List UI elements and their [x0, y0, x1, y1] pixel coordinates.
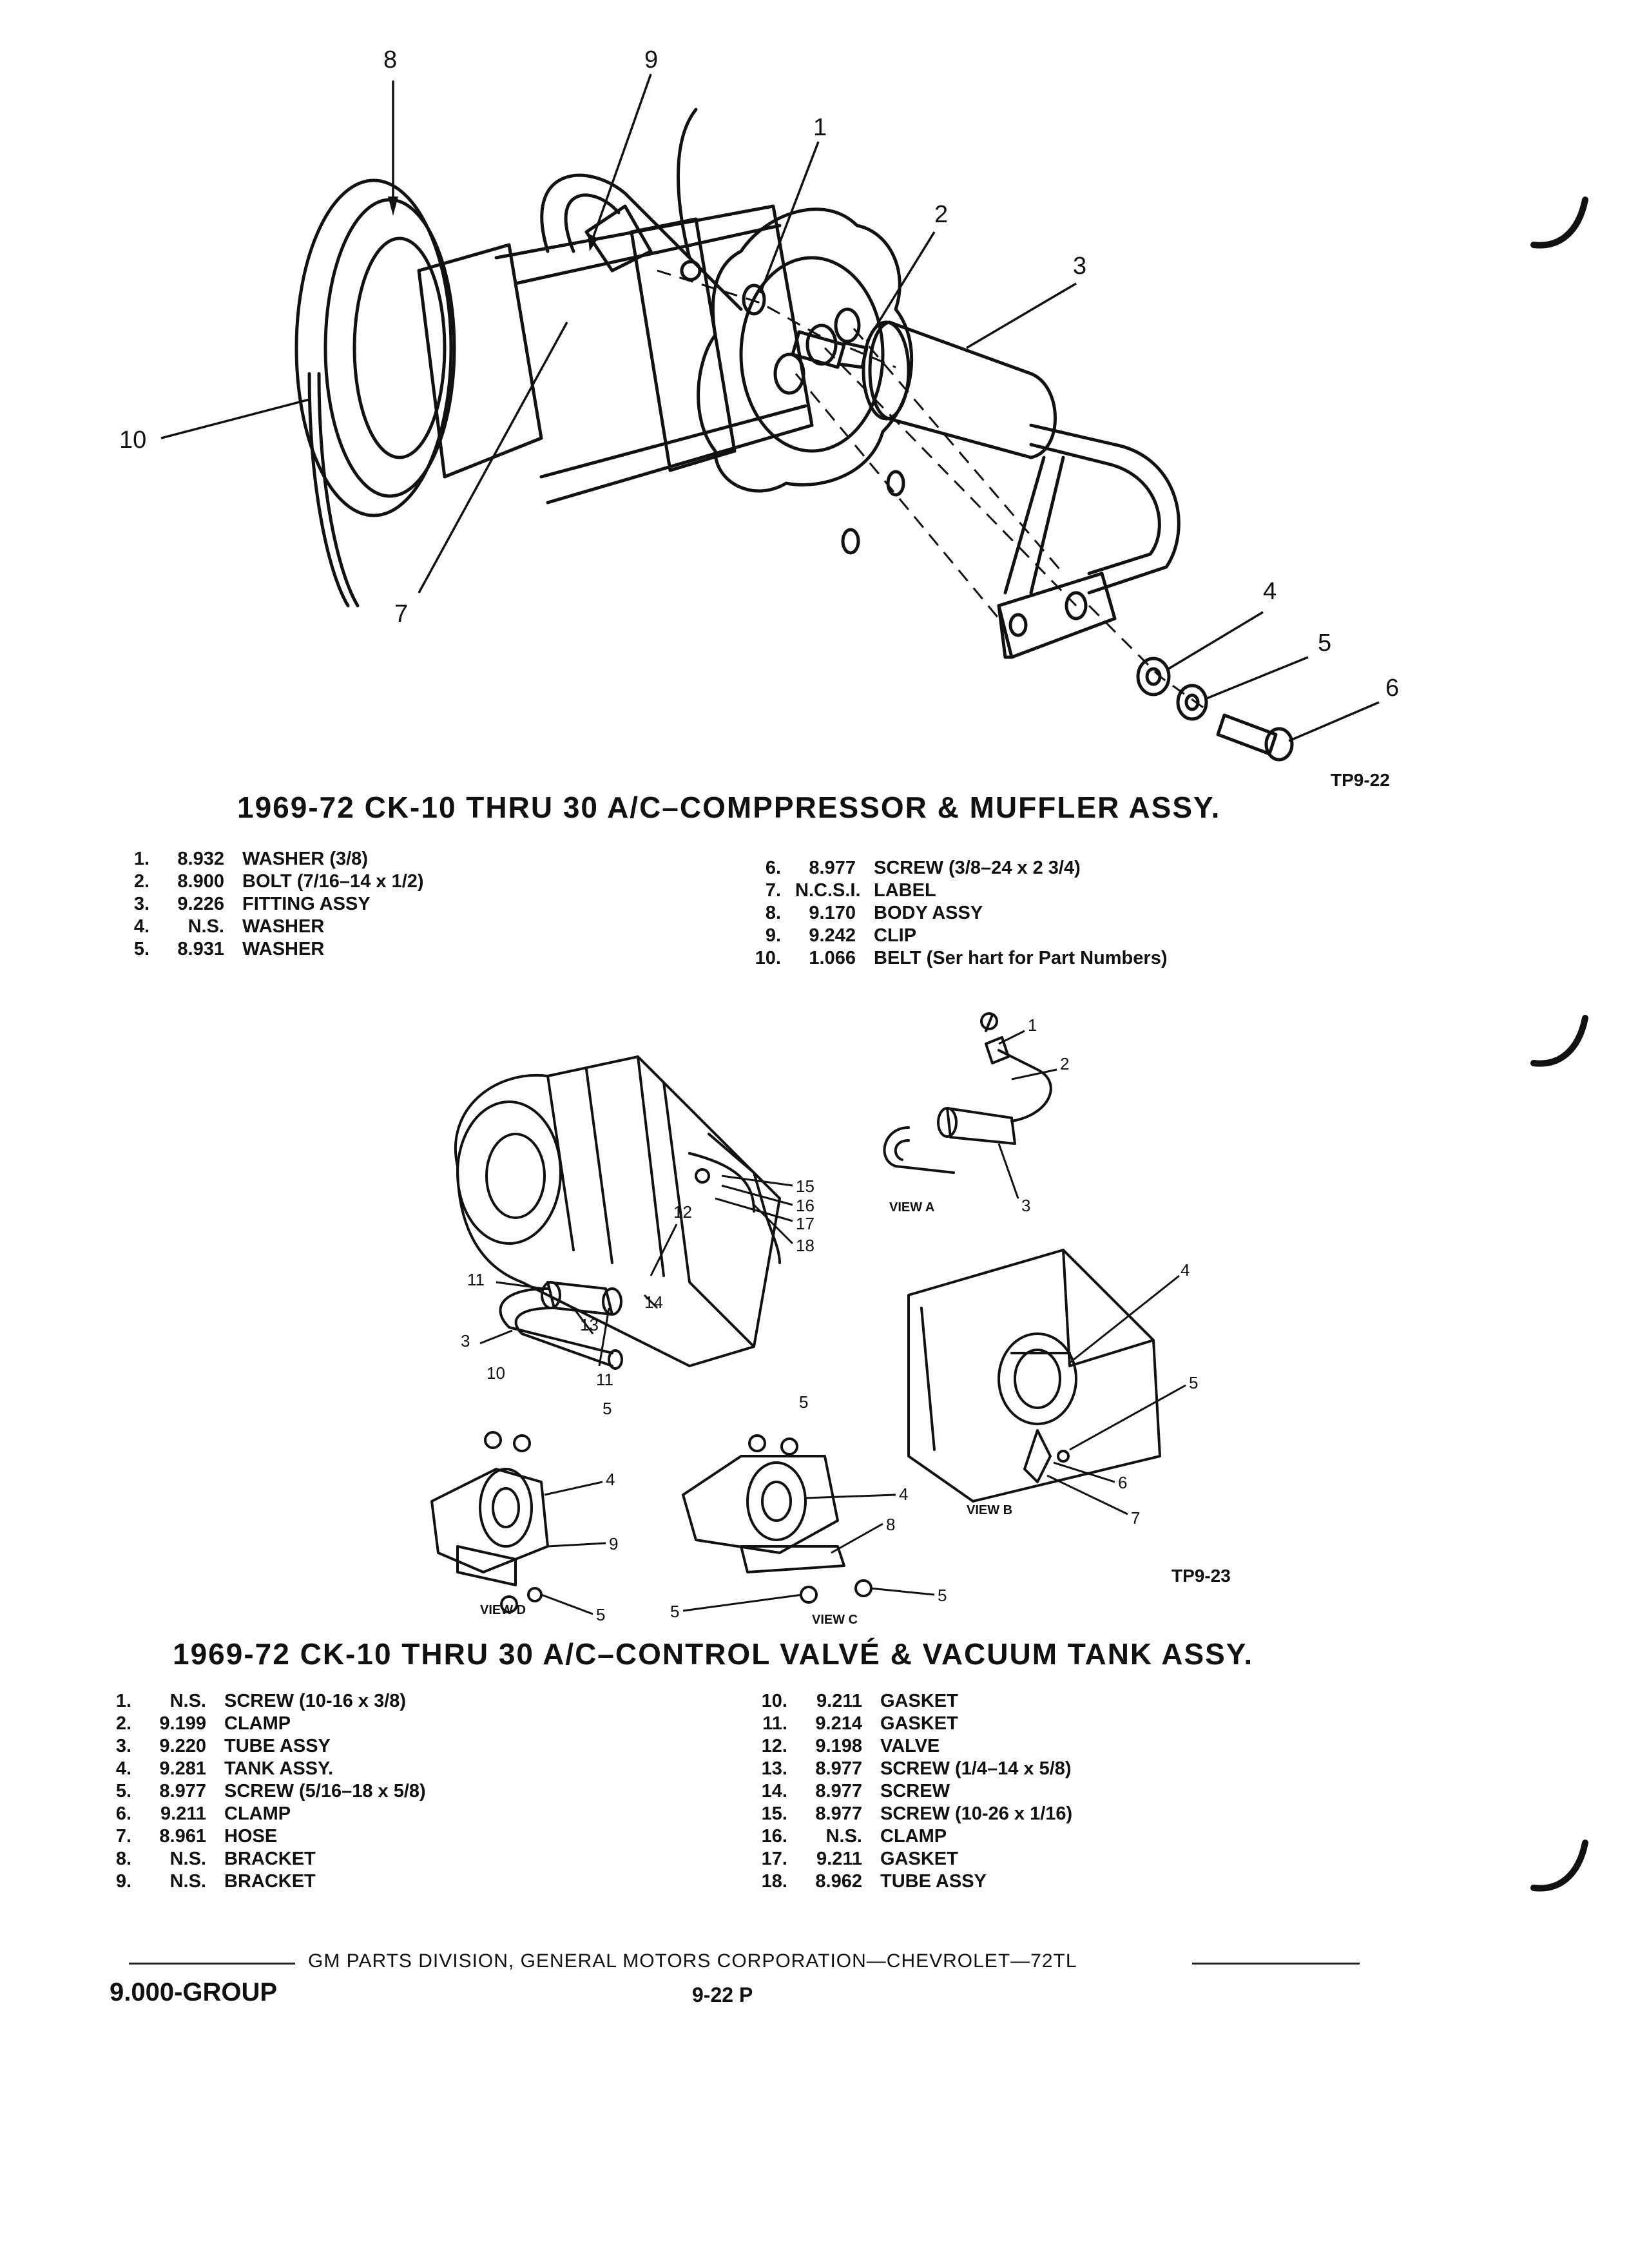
- binder-mark-top: [1527, 187, 1592, 264]
- figure1-tag: TP9-22: [1331, 770, 1390, 790]
- callout-1: 1: [813, 114, 827, 141]
- fig2-callout-1: 1: [1028, 1015, 1037, 1035]
- part-row: 16.N.S.CLAMP: [761, 1826, 947, 1847]
- callout-10: 10: [119, 427, 146, 454]
- view-b-label: VIEW B: [967, 1503, 1012, 1517]
- view-c-label: VIEW C: [812, 1613, 858, 1627]
- control-valve-vacuum-tank-diagram: 1 2 3 15 16 17 18 12 14 11 3 13 10 11 4 …: [419, 1005, 1353, 1627]
- fig2-callout-17: 17: [796, 1214, 815, 1233]
- part-row: 8.N.S.BRACKET: [115, 1849, 316, 1869]
- fig2-callout-14: 14: [644, 1293, 663, 1312]
- part-row: 9.N.S.BRACKET: [115, 1871, 316, 1892]
- fig2-callout-7: 7: [1131, 1508, 1140, 1528]
- fig2-callout-3b: 3: [461, 1331, 470, 1350]
- view-d-label: VIEW D: [480, 1603, 526, 1617]
- fig2-callout-10: 10: [487, 1363, 505, 1383]
- callout-4: 4: [1263, 578, 1277, 605]
- fig2-callout-5a: 5: [1189, 1373, 1198, 1392]
- fig2-callout-15: 15: [796, 1177, 815, 1196]
- fig2-callout-4c: 4: [899, 1485, 908, 1504]
- footer-rule-left: [129, 1963, 295, 1965]
- callout-6: 6: [1385, 675, 1399, 702]
- callout-2: 2: [934, 201, 948, 228]
- fig2-callout-5f: 5: [938, 1586, 947, 1605]
- fig2-callout-2: 2: [1060, 1054, 1069, 1073]
- callout-7: 7: [394, 601, 408, 628]
- fig2-callout-18: 18: [796, 1236, 815, 1255]
- footer-credit: GM PARTS DIVISION, GENERAL MOTORS CORPOR…: [308, 1950, 1077, 1972]
- callout-8: 8: [383, 46, 397, 73]
- figure2-tag: TP9-23: [1171, 1566, 1231, 1586]
- fig2-callout-4a: 4: [1181, 1260, 1190, 1280]
- fig2-callout-8: 8: [886, 1515, 895, 1534]
- callout-9: 9: [644, 46, 658, 73]
- fig2-callout-9: 9: [609, 1534, 618, 1553]
- view-a-label: VIEW A: [889, 1200, 934, 1215]
- fig2-callout-11b: 11: [596, 1370, 613, 1389]
- figure2-title: 1969-72 CK-10 THRU 30 A/C–CONTROL VALVÉ …: [173, 1637, 1254, 1671]
- part-row: 7.N.C.S.I.LABEL: [765, 880, 936, 901]
- page-number: 9-22 P: [692, 1983, 753, 2006]
- fig2-callout-5e: 5: [670, 1602, 679, 1621]
- fig2-callout-5d: 5: [799, 1392, 808, 1412]
- callout-5: 5: [1318, 629, 1331, 657]
- fig2-callout-5c: 5: [596, 1605, 605, 1624]
- fig2-callout-5b: 5: [602, 1399, 612, 1418]
- group-number: 9.000-GROUP: [110, 1978, 278, 2006]
- binder-mark-middle: [1527, 1005, 1592, 1082]
- fig2-callout-6: 6: [1118, 1473, 1127, 1492]
- fig2-callout-11a: 11: [467, 1270, 485, 1289]
- callout-3: 3: [1073, 253, 1086, 280]
- fig2-callout-13: 13: [580, 1315, 599, 1334]
- fig2-callout-3a: 3: [1021, 1196, 1030, 1215]
- fig2-callout-16: 16: [796, 1196, 815, 1215]
- figure1-title: 1969-72 CK-10 THRU 30 A/C–COMPPRESSOR & …: [237, 791, 1221, 824]
- part-row: 4.N.S.WASHER: [133, 916, 325, 937]
- fig2-callout-12: 12: [673, 1202, 692, 1222]
- fig2-callout-4b: 4: [606, 1470, 615, 1489]
- part-row: 1.N.S.SCREW (10-16 x 3/8): [115, 1691, 407, 1711]
- compressor-muffler-diagram: 8 9 1 2 3 10 7 4 5 6: [97, 39, 1450, 762]
- binder-mark-bottom: [1527, 1830, 1592, 1907]
- footer-rule-right: [1192, 1963, 1360, 1965]
